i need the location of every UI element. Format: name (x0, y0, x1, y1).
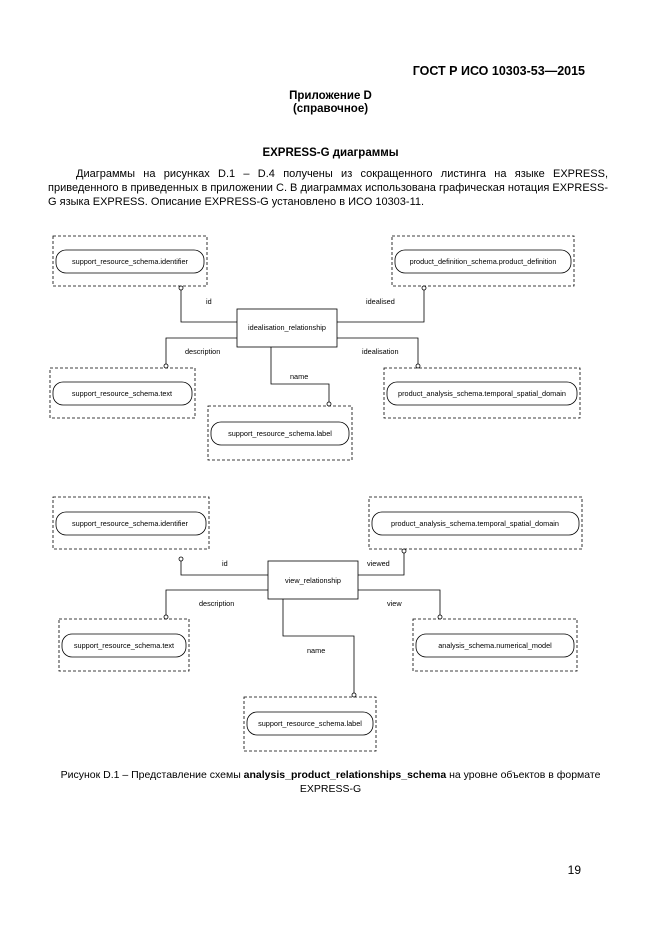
d2-circle-view (437, 614, 443, 620)
d1-identifier-node (55, 249, 205, 274)
d1-text-node (52, 381, 193, 406)
intro-paragraph: Диаграммы на рисунках D.1 – D.4 получены… (48, 168, 608, 208)
section-title: EXPRESS-G диаграммы (262, 147, 399, 159)
page-number: 19 (567, 863, 581, 877)
d2-numerical-node (415, 633, 575, 658)
d1-text-box (49, 367, 196, 419)
caption-prefix: Рисунок D.1 – Представление схемы (60, 769, 244, 781)
d2-role-name: name (307, 646, 325, 655)
d2-temporal-label: product_analysis_schema.temporal_spatial… (391, 519, 559, 528)
d2-temporal-box (368, 496, 583, 550)
d2-identifier-box (52, 496, 210, 550)
d2-entity-box (267, 560, 359, 600)
caption-suffix: на уровне объектов в формате (446, 769, 601, 781)
d2-role-view: view (387, 599, 402, 608)
d1-identifier-label: support_resource_schema.identifier (72, 257, 189, 266)
d1-role-id: id (206, 297, 212, 306)
d1-role-idealised: idealised (366, 297, 395, 306)
d2-role-description: description (199, 599, 234, 608)
d1-label-box (207, 405, 353, 461)
d1-product-definition-box (391, 235, 575, 287)
d2-text-node (61, 633, 187, 658)
d2-numerical-box (412, 618, 578, 672)
d2-role-id: id (222, 559, 228, 568)
d2-numerical-label: analysis_schema.numerical_model (438, 641, 552, 650)
annex-title: Приложение D (289, 90, 372, 102)
d1-label-label: support_resource_schema.label (228, 429, 332, 438)
d1-role-description: description (185, 347, 220, 356)
annex-note: (справочное) (292, 103, 369, 115)
d1-role-idealisation: idealisation (362, 347, 399, 356)
d2-role-viewed: viewed (367, 559, 390, 568)
d2-circle-viewed (401, 548, 407, 554)
d2-text-label: support_resource_schema.text (74, 641, 174, 650)
d1-circle-id (178, 285, 184, 291)
d1-circle-idealised (421, 285, 427, 291)
d1-text-label: support_resource_schema.text (72, 389, 172, 398)
d1-temporal-box (383, 367, 581, 419)
d1-temporal-label: product_analysis_schema.temporal_spatial… (398, 389, 566, 398)
d2-entity-label: view_relationship (285, 576, 341, 585)
d2-label-label: support_resource_schema.label (258, 719, 362, 728)
d2-text-box (58, 618, 190, 672)
d1-product-definition-node (394, 249, 572, 274)
d1-label-node (210, 421, 350, 446)
d2-label-box (243, 696, 377, 752)
d2-label-node (246, 711, 374, 736)
figure-caption-line2: EXPRESS-G (299, 783, 362, 795)
d1-circle-idealisation (415, 363, 421, 369)
d2-identifier-node (55, 511, 207, 536)
d1-circle-description (163, 363, 169, 369)
d2-circle-id (178, 556, 184, 562)
figure-caption-line1: Рисунок D.1 – Представление схемы analys… (0, 768, 661, 782)
d1-temporal-node (386, 381, 578, 406)
d1-product-definition-label: product_definition_schema.product_defini… (410, 257, 557, 266)
d1-entity-label: idealisation_relationship (248, 323, 326, 332)
d1-circle-name (326, 401, 332, 407)
d1-identifier-box (52, 235, 208, 287)
figure-caption: Рисунок D.1 – Представление схемы analys… (0, 768, 661, 796)
d1-entity-box (236, 308, 338, 348)
document-header: ГОСТ Р ИСО 10303-53—2015 (412, 64, 585, 78)
d2-temporal-node (371, 511, 580, 536)
d2-circle-name (351, 692, 357, 698)
d1-role-name: name (290, 372, 308, 381)
annex-heading: Приложение D (справочное) (0, 90, 661, 116)
d2-identifier-label: support_resource_schema.identifier (72, 519, 189, 528)
d2-circle-description (163, 614, 169, 620)
caption-schema: analysis_product_relationships_schema (243, 769, 447, 781)
